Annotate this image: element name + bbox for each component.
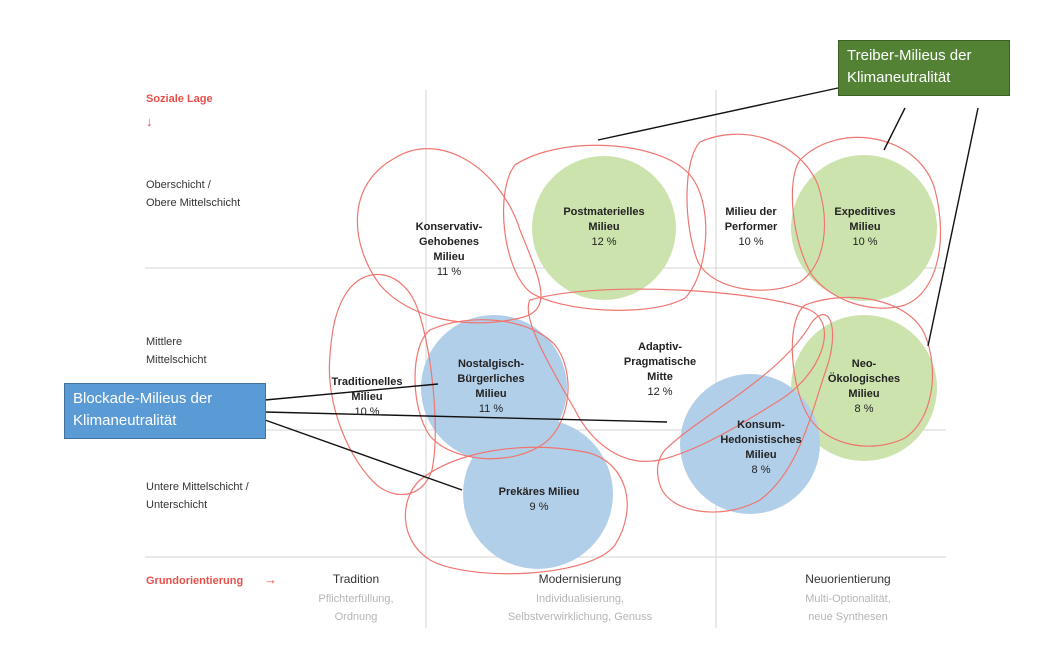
milieu-konsum-percent: 8 % xyxy=(751,464,771,476)
milieu-prekaer-percent: 9 % xyxy=(529,501,549,513)
outline-adaptiv xyxy=(527,288,826,462)
x-axis-arrow-icon: → xyxy=(264,572,277,587)
callout-treiber-milieus: Treiber-Milieus der Klimaneutralität xyxy=(838,40,1010,96)
outline-konsum xyxy=(656,314,834,513)
outline-neooeko xyxy=(791,296,934,447)
outline-nostalgisch xyxy=(414,319,569,460)
milieu-prekaer-line1: Prekäres Milieu xyxy=(498,486,580,498)
outline-konservativ xyxy=(356,148,542,324)
outline-traditionell xyxy=(328,273,436,496)
callout-lines xyxy=(264,87,979,491)
x-axis-title: Grundorientierung xyxy=(146,575,244,587)
milieu-traditionell-percent: 10 % xyxy=(354,406,380,418)
milieu-postmateriell-line2: Milieu xyxy=(588,221,620,233)
row-label-lower-line1: Untere Mittelschicht / xyxy=(146,481,249,493)
row-label-lower-line2: Unterschicht xyxy=(146,499,208,511)
milieu-konservativ-line1: Konservativ- xyxy=(415,221,483,233)
milieu-outlines xyxy=(328,133,942,575)
row-label-middle-line2: Mittelschicht xyxy=(146,354,207,366)
milieu-adaptiv-percent: 12 % xyxy=(647,386,673,398)
milieu-nostalgisch-line2: Bürgerliches xyxy=(457,373,525,385)
milieu-postmateriell-line1: Postmaterielles xyxy=(563,206,645,218)
column-label-modernisierung: Modernisierung Individualisierung, Selbs… xyxy=(480,572,680,626)
milieu-performer: Milieu der Performer 10 % xyxy=(716,205,786,250)
milieu-traditionell-line2: Milieu xyxy=(351,391,383,403)
milieu-konservativ-gehobenes: Konservativ- Gehobenes Milieu 11 % xyxy=(404,220,494,280)
milieu-expeditiv-line1: Expeditives xyxy=(834,206,896,218)
circle-neo-oekologisches xyxy=(791,315,937,461)
milieu-expeditiv-line2: Milieu xyxy=(849,221,881,233)
circle-konsum xyxy=(680,374,820,514)
row-label-lower: Untere Mittelschicht / Unterschicht xyxy=(146,478,249,514)
row-label-upper-line2: Obere Mittelschicht xyxy=(146,197,241,209)
circle-expeditives xyxy=(791,155,937,301)
column-sub1-neuorientierung: Multi-Optionalität, xyxy=(805,593,891,605)
treiber-line-neooeko xyxy=(927,107,979,347)
milieu-neo-oekologisches: Neo- Ökologisches Milieu 8 % xyxy=(819,357,909,417)
column-title-neuorientierung: Neuorientierung xyxy=(805,572,891,586)
column-label-tradition: Tradition Pflichterfüllung, Ordnung xyxy=(276,572,436,626)
milieu-konsum-hedonistisches: Konsum- Hedonistisches Milieu 8 % xyxy=(711,418,811,478)
callout-treiber-line1: Treiber-Milieus der xyxy=(847,47,972,64)
y-axis-arrow-icon: ↓ xyxy=(146,114,153,129)
column-sub1-modernisierung: Individualisierung, xyxy=(535,593,625,605)
milieu-postmateriell-percent: 12 % xyxy=(591,236,617,248)
column-label-neuorientierung: Neuorientierung Multi-Optionalität, neue… xyxy=(768,572,928,626)
circle-prekaeres xyxy=(463,419,613,569)
milieu-performer-percent: 10 % xyxy=(738,236,764,248)
blockade-line-konsum xyxy=(264,411,668,423)
treiber-line-expeditiv xyxy=(883,107,906,151)
milieu-nostalgisch-line1: Nostalgisch- xyxy=(457,358,524,370)
callout-blockade-milieus: Blockade-Milieus der Klimaneutralität xyxy=(64,383,266,439)
row-label-upper: Oberschicht / Obere Mittelschicht xyxy=(146,176,240,212)
column-sub2-tradition: Ordnung xyxy=(334,611,378,623)
milieu-konservativ-percent: 11 % xyxy=(436,266,462,278)
milieu-konsum-line2: Hedonistisches xyxy=(720,434,802,446)
treiber-line-postmateriell xyxy=(597,87,839,141)
column-title-tradition: Tradition xyxy=(332,572,380,586)
callout-blockade-line1: Blockade-Milieus der xyxy=(73,390,213,407)
milieu-prekaeres: Prekäres Milieu 9 % xyxy=(489,485,589,515)
callout-blockade-line2: Klimaneutralität xyxy=(73,412,177,429)
outline-prekaer xyxy=(404,446,628,575)
milieu-expeditives: Expeditives Milieu 10 % xyxy=(820,205,910,250)
milieu-nostalgisch-percent: 11 % xyxy=(478,403,504,415)
milieu-neooeko-line2: Ökologisches xyxy=(827,373,901,385)
milieu-traditionelles: Traditionelles Milieu 10 % xyxy=(322,375,412,420)
milieu-nostalgisch-line3: Milieu xyxy=(475,388,507,400)
outline-postmateriell xyxy=(502,144,707,311)
callout-treiber-line2: Klimaneutralität xyxy=(847,69,951,86)
row-label-upper-line1: Oberschicht / xyxy=(146,179,211,191)
milieu-neooeko-line3: Milieu xyxy=(848,388,880,400)
milieu-neooeko-percent: 8 % xyxy=(854,403,874,415)
milieu-konsum-line3: Milieu xyxy=(745,449,777,461)
milieu-adaptiv-line3: Mitte xyxy=(647,371,673,383)
circle-postmaterielles xyxy=(532,156,676,300)
milieu-konsum-line1: Konsum- xyxy=(737,419,785,431)
row-label-middle-line1: Mittlere xyxy=(146,336,183,348)
column-sub2-modernisierung: Selbstverwirklichung, Genuss xyxy=(507,611,653,623)
milieu-expeditiv-percent: 10 % xyxy=(852,236,878,248)
milieu-performer-line2: Performer xyxy=(724,221,778,233)
milieu-adaptiv-line2: Pragmatische xyxy=(623,356,697,368)
outline-performer xyxy=(686,133,826,291)
column-sub1-tradition: Pflichterfüllung, xyxy=(318,593,394,605)
milieu-nostalgisch-buergerliches: Nostalgisch- Bürgerliches Milieu 11 % xyxy=(446,357,536,417)
y-axis-title: Soziale Lage xyxy=(146,93,213,105)
milieu-konservativ-line2: Gehobenes xyxy=(419,236,479,248)
column-sub2-neuorientierung: neue Synthesen xyxy=(808,611,888,623)
milieu-traditionell-line1: Traditionelles xyxy=(331,376,403,388)
milieu-performer-line1: Milieu der xyxy=(725,206,777,218)
milieu-adaptiv-line1: Adaptiv- xyxy=(638,341,682,353)
column-title-modernisierung: Modernisierung xyxy=(538,572,622,586)
milieu-adaptiv-pragmatische: Adaptiv- Pragmatische Mitte 12 % xyxy=(615,340,705,400)
blockade-line-prekaer xyxy=(264,419,463,491)
row-label-middle: Mittlere Mittelschicht xyxy=(146,333,207,369)
outline-expeditiv xyxy=(791,136,942,309)
milieu-konservativ-line3: Milieu xyxy=(433,251,465,263)
milieu-neooeko-line1: Neo- xyxy=(851,358,877,370)
milieu-postmaterielles: Postmaterielles Milieu 12 % xyxy=(554,205,654,250)
blockade-line-nostalgisch xyxy=(264,383,439,401)
